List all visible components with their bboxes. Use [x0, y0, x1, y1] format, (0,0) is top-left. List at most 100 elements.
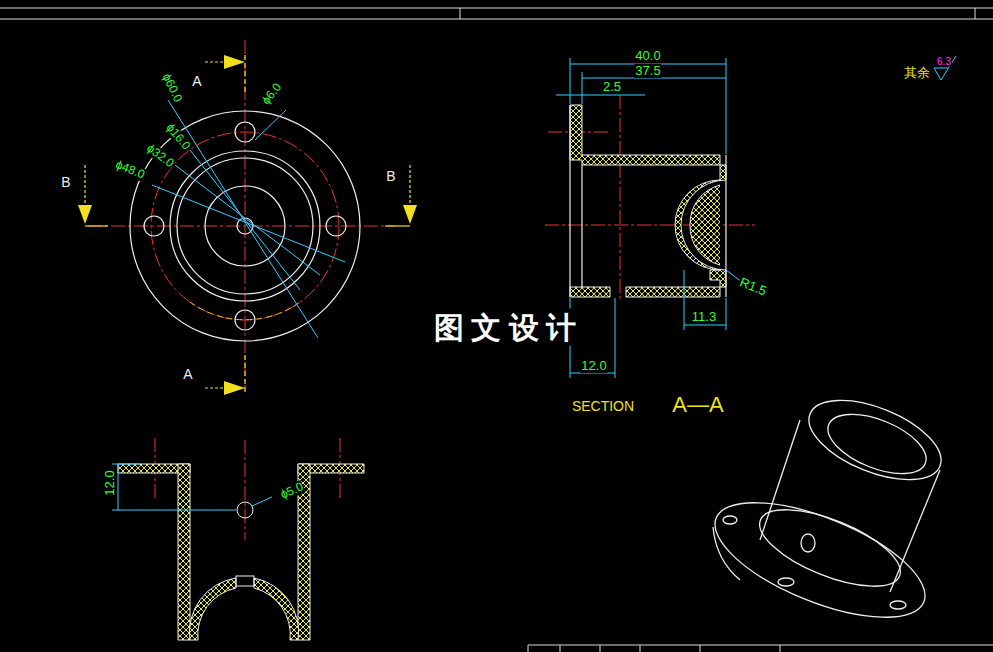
drawing-path	[178, 464, 190, 640]
drawing-path	[690, 185, 720, 265]
top-view	[78, 40, 417, 395]
drawing-path	[118, 464, 364, 620]
drawing-polygon	[224, 55, 245, 69]
drawing-circle	[144, 216, 164, 236]
drawing-line	[760, 420, 800, 540]
dimension-text: ϕ60.0	[159, 71, 185, 106]
drawing-path	[570, 105, 720, 165]
drawing-line	[255, 110, 286, 140]
drawing-line	[556, 95, 645, 96]
drawing-g	[130, 111, 360, 341]
drawing-ellipse	[801, 534, 815, 552]
drawing-circle	[237, 502, 253, 518]
drawing-g	[88, 40, 395, 390]
roughness-value: 6.3	[936, 56, 952, 67]
drawing-circle	[326, 216, 346, 236]
drawing-ellipse	[890, 601, 906, 609]
drawing-line	[0, 8, 993, 9]
drawing-g	[152, 100, 345, 338]
drawing-ellipse	[820, 402, 934, 485]
dimension-text: ϕ32.0	[143, 141, 177, 171]
drawing-ellipse	[750, 494, 910, 602]
drawing-line	[152, 185, 345, 262]
drawing-line	[84, 165, 85, 205]
drawing-line	[112, 464, 140, 465]
drawing-line	[244, 355, 245, 392]
drawing-polyline	[934, 56, 956, 80]
drawing-line	[700, 645, 701, 652]
roughness-symbol	[934, 56, 956, 80]
drawing-path	[190, 302, 300, 320]
dimension-text: 37.5	[634, 64, 661, 78]
drawing-line	[205, 387, 225, 388]
drawing-line	[205, 61, 225, 62]
drawing-line	[582, 72, 583, 104]
dimension-text: 12.0	[580, 359, 607, 373]
drawing-line	[460, 8, 461, 19]
drawing-circle	[170, 151, 320, 301]
drawing-line	[934, 68, 948, 69]
drawing-line	[244, 55, 245, 95]
drawing-line	[245, 440, 246, 540]
drawing-line	[118, 464, 119, 510]
drawing-line	[640, 645, 641, 652]
section-letter: A	[191, 74, 202, 89]
drawing-line	[175, 165, 320, 275]
isometric-view	[700, 384, 951, 641]
drawing-line	[385, 225, 410, 226]
drawing-line	[245, 40, 246, 390]
drawing-path	[570, 287, 610, 297]
drawing-line	[890, 470, 940, 592]
drawing-line	[112, 510, 236, 511]
watermark: 图 文 设 计	[428, 309, 583, 346]
drawing-circle	[177, 158, 313, 294]
dimension-text: 12.0	[103, 469, 117, 496]
section-letter: B	[385, 169, 396, 184]
drawing-line	[252, 497, 272, 506]
drawing-line	[0, 19, 993, 20]
drawing-path	[713, 527, 740, 580]
view-title: A—A	[671, 393, 724, 417]
drawing-path	[675, 165, 726, 287]
section-letter: A	[182, 367, 193, 382]
drawing-line	[975, 8, 976, 19]
drawing-line	[569, 105, 570, 297]
drawing-polygon	[224, 381, 245, 395]
drawing-g	[556, 58, 742, 378]
note-text: 其余	[903, 66, 931, 80]
drawing-line	[560, 645, 561, 652]
section-letter: B	[60, 175, 71, 190]
dimension-text: 2.5	[602, 80, 622, 94]
drawing-line	[528, 645, 993, 646]
dimension-text: 40.0	[634, 49, 661, 63]
drawing-line	[528, 645, 529, 652]
dimension-text: 11.3	[691, 310, 717, 324]
drawing-circle	[235, 122, 255, 142]
drawing-line	[780, 645, 781, 652]
dimension-text: ϕ48.0	[113, 158, 148, 182]
drawing-g	[545, 95, 755, 300]
drawing-line	[581, 165, 582, 287]
dimension-text: ϕ6.0	[259, 80, 285, 108]
view-title: SECTION	[571, 399, 635, 414]
drawing-path	[189, 578, 236, 640]
front-section-view	[112, 438, 364, 640]
drawing-line	[725, 155, 726, 297]
drawing-line	[684, 270, 685, 330]
drawing-ellipse	[798, 384, 952, 496]
drawing-circle	[205, 186, 285, 266]
sheet-frame	[0, 8, 993, 652]
drawing-g	[85, 55, 410, 392]
drawing-line	[615, 298, 616, 378]
drawing-path	[254, 578, 299, 640]
drawing-line	[684, 325, 726, 326]
drawing-ellipse	[778, 578, 794, 586]
drawing-line	[85, 225, 108, 226]
dimension-text: R1.5	[737, 275, 770, 299]
drawing-line	[409, 165, 410, 205]
drawing-circle	[130, 111, 360, 341]
drawing-rect	[236, 576, 254, 586]
drawing-polygon	[403, 205, 417, 224]
drawing-line	[620, 95, 621, 300]
